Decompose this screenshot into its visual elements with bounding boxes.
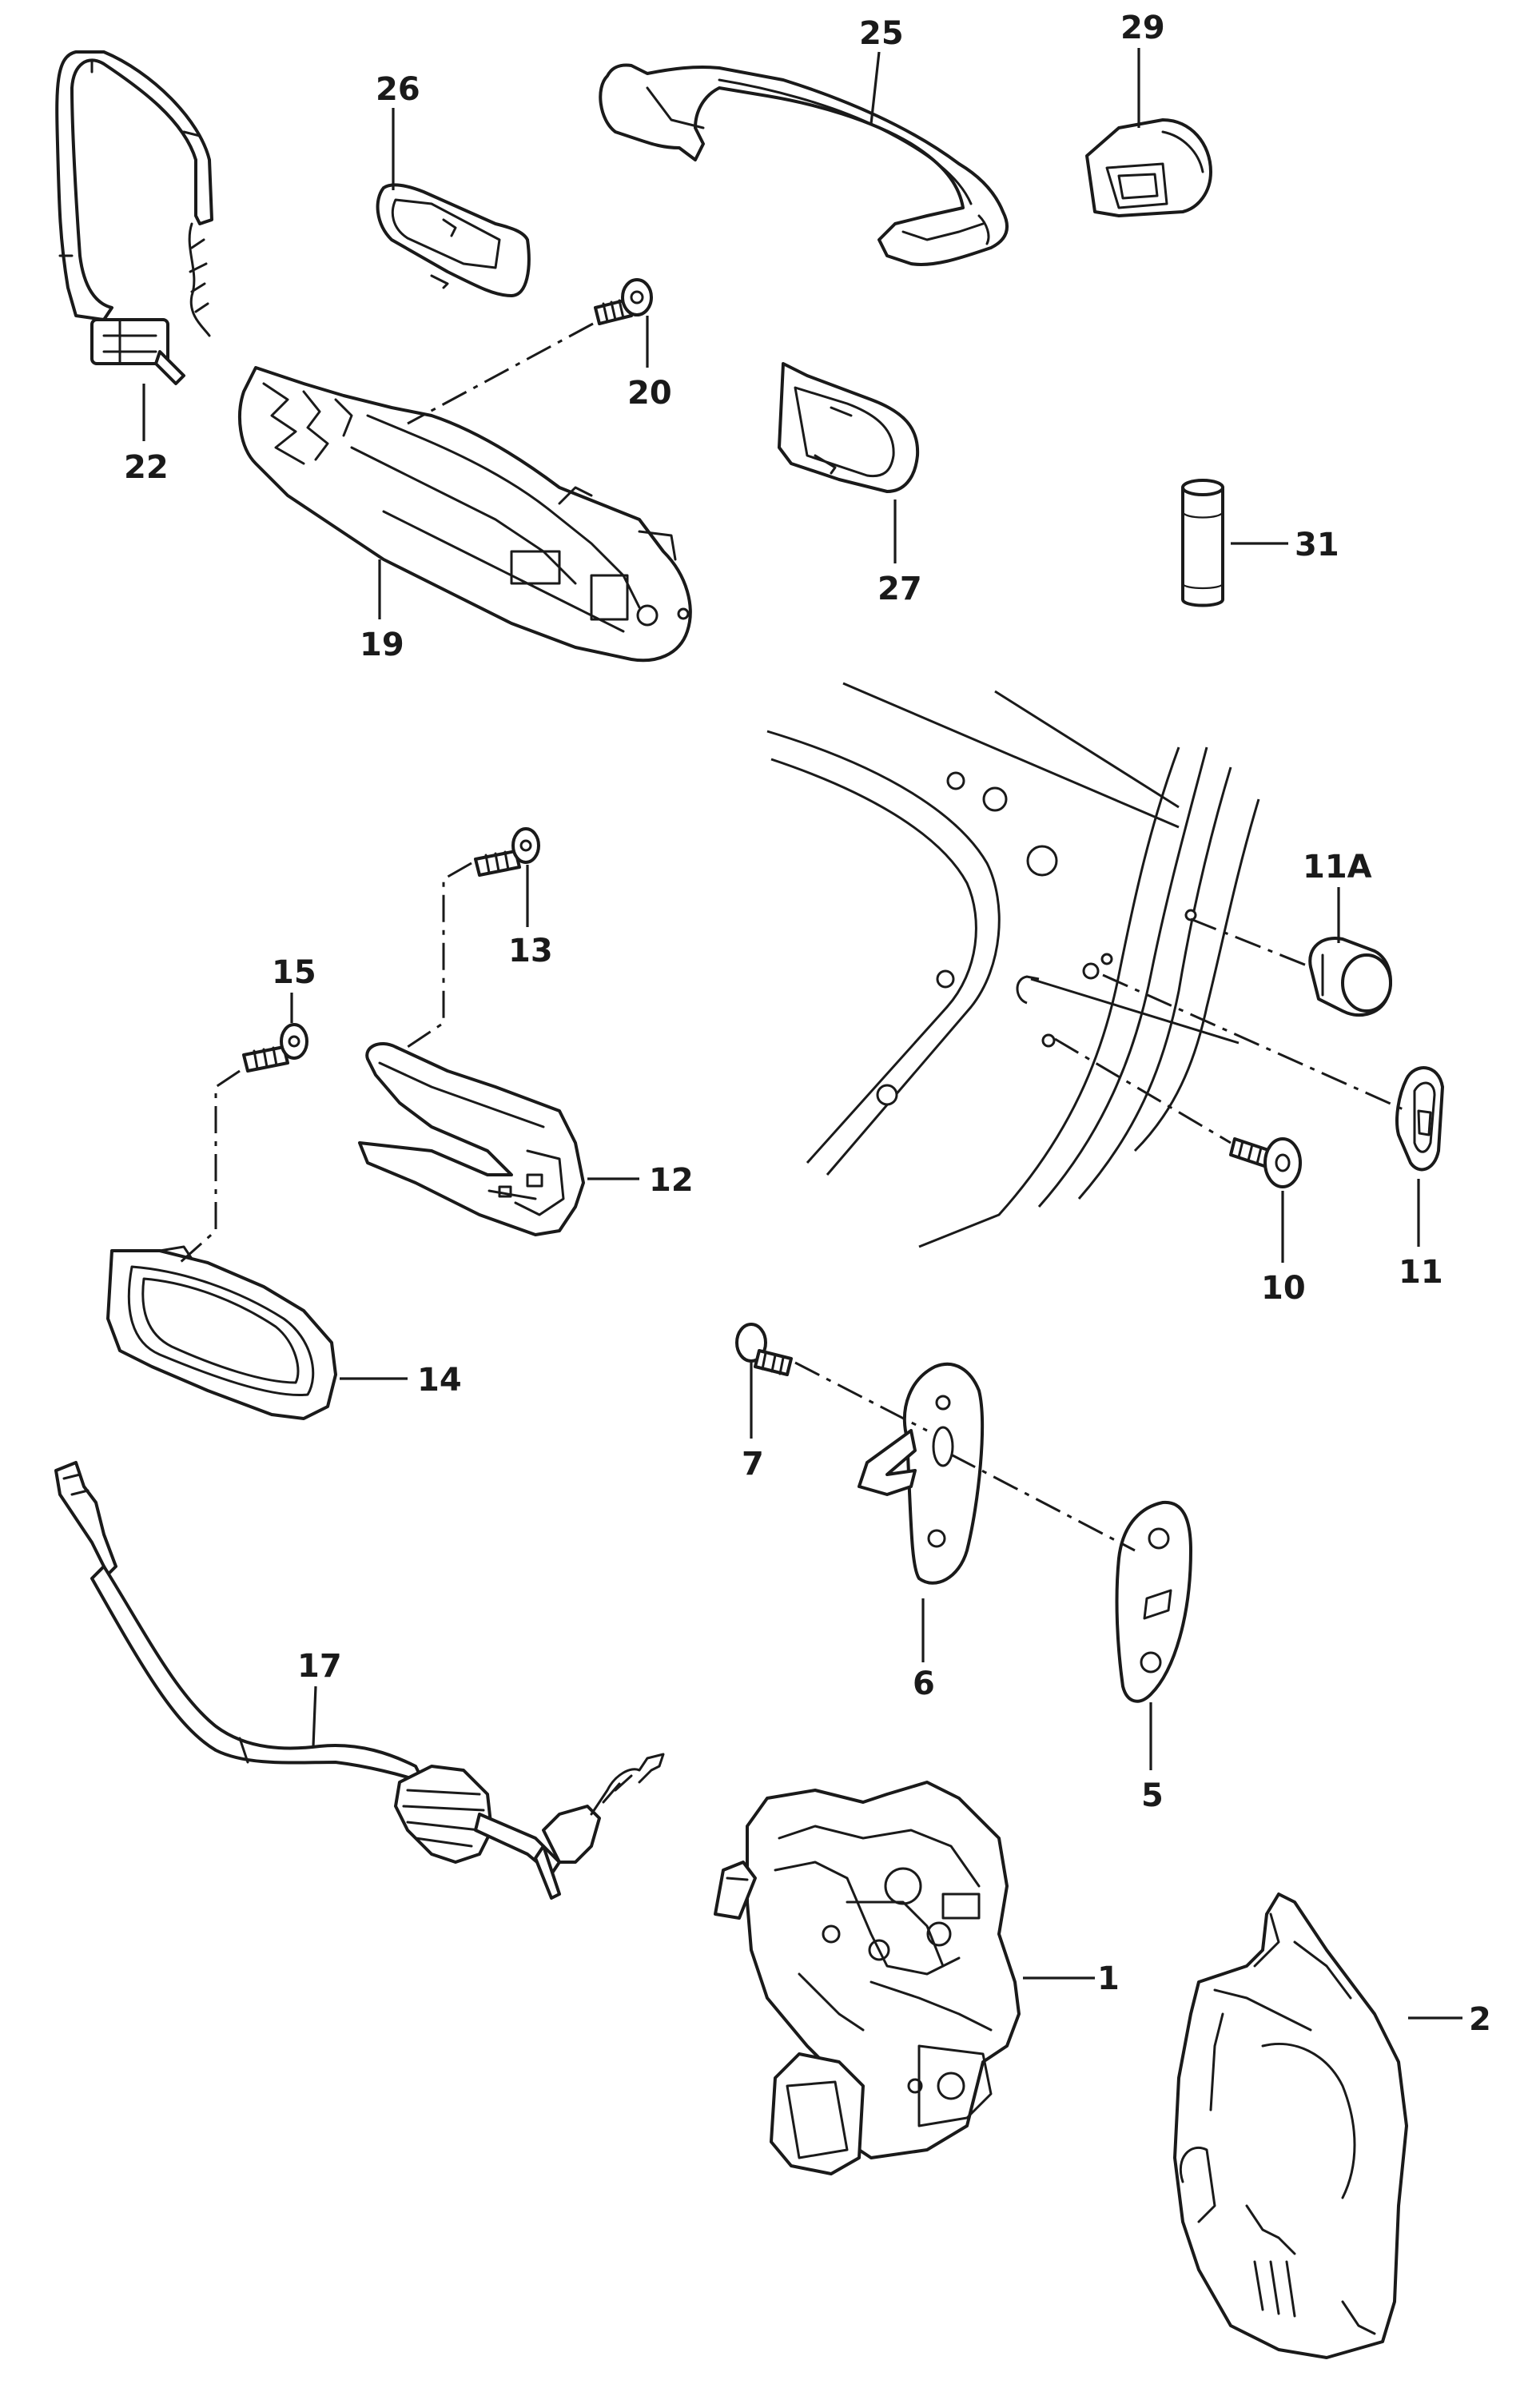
screw-20 [594, 278, 653, 325]
callout-11: 11 [1399, 1254, 1443, 1291]
handle-carrier-19 [238, 366, 692, 663]
callout-14: 14 [417, 1362, 462, 1399]
striker-6 [858, 1362, 985, 1585]
cable-22 [55, 50, 213, 385]
assembly-lines [179, 322, 1407, 1552]
gasket-27 [778, 362, 920, 493]
callout-20: 20 [627, 375, 672, 412]
callout-5: 5 [1141, 1777, 1164, 1814]
callout-19: 19 [360, 627, 404, 663]
callout-17: 17 [297, 1648, 342, 1685]
door-handle-25 [599, 63, 1009, 266]
handle-bracket-12 [358, 1042, 585, 1236]
callout-31: 31 [1295, 527, 1339, 563]
callout-15: 15 [272, 954, 316, 991]
sleeve-31 [1181, 479, 1224, 607]
callout-1: 1 [1097, 1960, 1120, 1997]
door-body-panel [766, 682, 1260, 1248]
gasket-26 [376, 183, 531, 297]
screw-15 [242, 1023, 308, 1073]
callout-13: 13 [508, 933, 553, 969]
callout-29: 29 [1120, 10, 1165, 46]
handle-bezel-14 [106, 1245, 337, 1420]
screw-13 [474, 827, 540, 877]
plug-11a [1308, 937, 1392, 1017]
callout-10: 10 [1261, 1270, 1306, 1307]
callout-12: 12 [649, 1162, 694, 1199]
release-cable-17 [54, 1461, 665, 1900]
leader-lines [142, 48, 1462, 2020]
lock-cover-2 [1173, 1892, 1408, 2359]
cap-29 [1085, 118, 1212, 217]
cover-plate-11 [1395, 1066, 1444, 1172]
callout-27: 27 [877, 571, 922, 607]
callout-11a: 11A [1303, 849, 1372, 886]
screw-7 [735, 1323, 793, 1376]
door-lock-1 [714, 1781, 1021, 2175]
callout-6: 6 [913, 1666, 935, 1702]
callout-25: 25 [859, 15, 904, 52]
shim-plate-5 [1115, 1500, 1192, 1703]
callout-labels: 1 2 5 6 7 10 11 11A 12 13 14 15 17 19 20… [124, 10, 1491, 2038]
callout-26: 26 [376, 71, 420, 108]
callout-2: 2 [1469, 2001, 1491, 2038]
callout-7: 7 [742, 1446, 764, 1483]
screw-10 [1229, 1137, 1302, 1188]
callout-22: 22 [124, 449, 169, 486]
